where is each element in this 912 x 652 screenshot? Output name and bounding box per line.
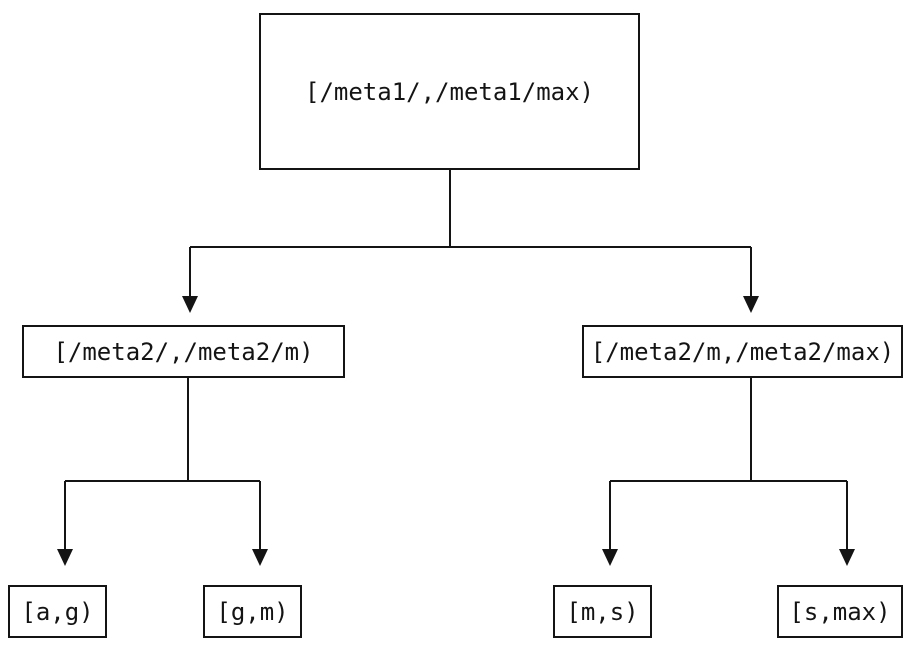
arrowhead-root-right-icon [743, 296, 759, 313]
tree-node-right: [/meta2/m,/meta2/max) [582, 325, 903, 378]
tree-node-left-left-label: [a,g) [21, 597, 94, 626]
tree-node-left-left: [a,g) [8, 585, 107, 638]
arrowhead-left-left-icon [57, 549, 73, 566]
tree-node-right-label: [/meta2/m,/meta2/max) [590, 337, 895, 366]
tree-node-left-right: [g,m) [203, 585, 302, 638]
tree-node-left: [/meta2/,/meta2/m) [22, 325, 345, 378]
tree-node-right-left-label: [m,s) [566, 597, 639, 626]
arrowhead-root-left-icon [182, 296, 198, 313]
tree-node-right-right-label: [s,max) [789, 597, 891, 626]
tree-node-root-label: [/meta1/,/meta1/max) [305, 77, 594, 106]
tree-node-root: [/meta1/,/meta1/max) [259, 13, 640, 170]
tree-node-left-label: [/meta2/,/meta2/m) [53, 337, 314, 366]
tree-node-right-right: [s,max) [777, 585, 903, 638]
arrowhead-right-right-icon [839, 549, 855, 566]
tree-node-right-left: [m,s) [553, 585, 652, 638]
arrowhead-left-right-icon [252, 549, 268, 566]
tree-node-left-right-label: [g,m) [216, 597, 289, 626]
arrowhead-right-left-icon [602, 549, 618, 566]
